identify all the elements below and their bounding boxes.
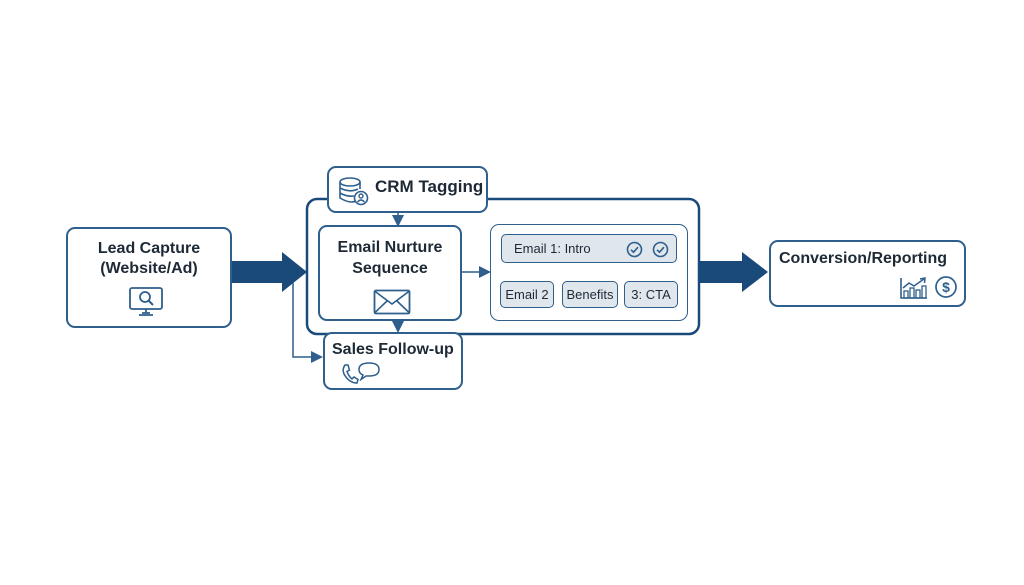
email-nurture-node: Email Nurture Sequence <box>318 225 462 321</box>
crm-tagging-node: CRM Tagging <box>327 166 488 213</box>
thick-arrow-group-to-conversion <box>699 252 768 292</box>
lead-capture-title-line2: (Website/Ad) <box>100 260 198 277</box>
email-nurture-title-line2: Sequence <box>352 260 428 277</box>
lead-capture-node: Lead Capture (Website/Ad) <box>66 227 232 328</box>
check-circle-icon <box>626 241 643 258</box>
cta-step: 3: CTA <box>624 281 678 308</box>
monitor-search-icon <box>129 287 163 316</box>
benefits-step: Benefits <box>562 281 618 308</box>
phone-icon <box>342 364 359 384</box>
email-2-step: Email 2 <box>500 281 554 308</box>
database-user-icon <box>339 177 369 206</box>
chat-bubble-icon <box>358 362 380 381</box>
email-intro-label: Email 1: Intro <box>514 241 591 256</box>
conversion-reporting-label: Conversion/Reporting <box>779 250 948 267</box>
edge-lead-to-sales <box>292 283 323 363</box>
svg-text:$: $ <box>942 279 950 295</box>
email-intro-step: Email 1: Intro <box>501 234 677 263</box>
check-circle-icon <box>652 241 669 258</box>
lead-capture-title-line1: Lead Capture <box>97 240 201 257</box>
sales-followup-node: Sales Follow-up <box>323 332 463 390</box>
thick-arrow-lead-to-group <box>232 252 307 292</box>
email-sequence-panel: Email 1: Intro Email 2 Benefits 3: CTA <box>490 224 688 321</box>
dollar-circle-icon: $ <box>935 276 957 298</box>
envelope-icon <box>373 289 411 315</box>
sales-followup-label: Sales Follow-up <box>332 341 454 358</box>
bar-chart-trend-icon <box>900 277 927 299</box>
crm-tagging-label: CRM Tagging <box>375 177 484 196</box>
email-nurture-title-line1: Email Nurture <box>337 239 443 256</box>
conversion-reporting-node: Conversion/Reporting $ <box>769 240 966 307</box>
